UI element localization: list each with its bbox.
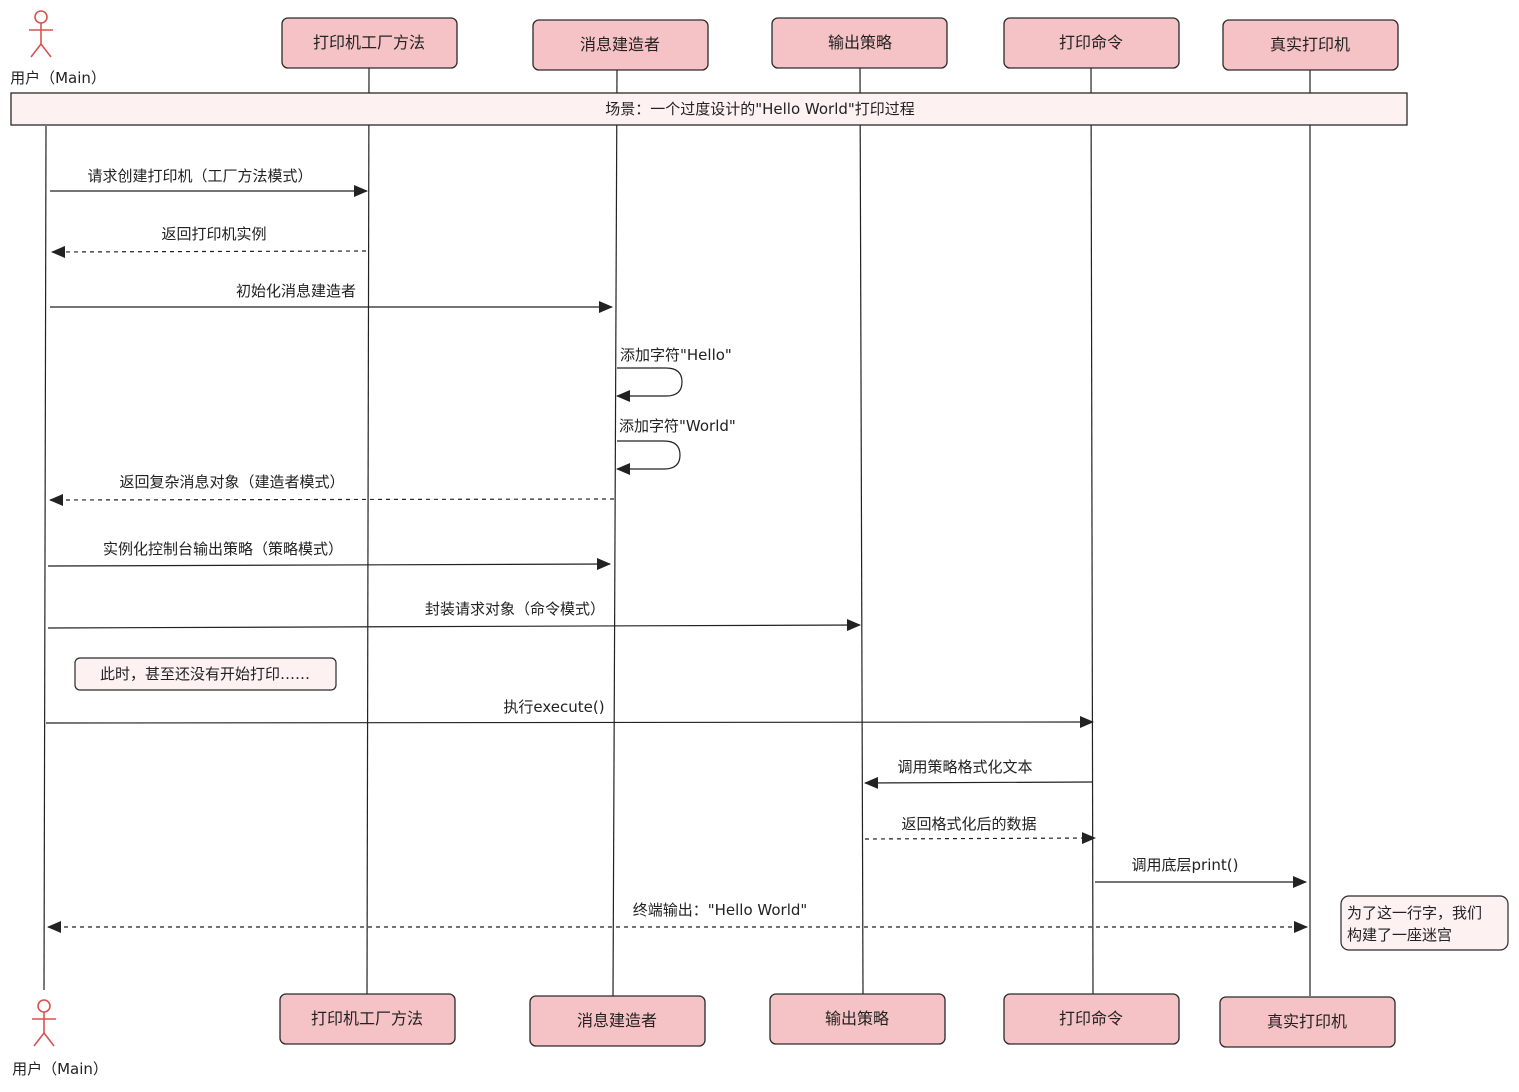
message-label: 终端输出："Hello World"	[633, 901, 808, 919]
participant-printer-bottom[interactable]: 真实打印机	[1219, 996, 1396, 1048]
participant-printer-top[interactable]: 真实打印机	[1222, 19, 1399, 71]
note-maze: 为了这一行字，我们 构建了一座迷宫	[1340, 895, 1509, 951]
message-label: 返回打印机实例	[161, 225, 266, 243]
lifeline-strategy	[859, 67, 864, 995]
lifeline-factory	[366, 67, 370, 995]
message-11[interactable]: 返回格式化后的数据	[864, 815, 1096, 845]
participant-label: 真实打印机	[1270, 35, 1350, 54]
participant-label: 真实打印机	[1267, 1012, 1347, 1031]
note-text: 此时，甚至还没有开始打印……	[100, 665, 310, 683]
message-label: 调用底层print()	[1132, 856, 1239, 874]
message-4-self[interactable]: 添加字符"Hello"	[616, 346, 732, 402]
participant-label: 输出策略	[825, 1009, 889, 1028]
message-label: 执行execute()	[503, 698, 604, 716]
actor-label: 用户（Main）	[10, 69, 106, 87]
participant-label: 输出策略	[828, 33, 892, 52]
message-1[interactable]: 请求创建打印机（工厂方法模式）	[50, 167, 368, 197]
message-7[interactable]: 实例化控制台输出策略（策略模式）	[47, 540, 611, 571]
message-label: 封装请求对象（命令模式）	[425, 600, 605, 618]
scenario-title: 场景：一个过度设计的"Hello World"打印过程	[605, 100, 915, 118]
participant-label: 消息建造者	[580, 35, 660, 54]
message-9[interactable]: 执行execute()	[45, 698, 1094, 729]
lifelines	[43, 67, 1311, 997]
participant-label: 打印命令	[1059, 33, 1123, 52]
message-label: 返回复杂消息对象（建造者模式）	[119, 473, 344, 491]
lifeline-command	[1090, 67, 1094, 995]
participant-factory-top[interactable]: 打印机工厂方法	[281, 17, 458, 69]
message-3[interactable]: 初始化消息建造者	[50, 282, 613, 313]
note-not-printing-yet: 此时，甚至还没有开始打印……	[74, 657, 337, 691]
lifeline-user	[43, 125, 47, 991]
message-2[interactable]: 返回打印机实例	[51, 225, 367, 258]
message-6[interactable]: 返回复杂消息对象（建造者模式）	[49, 473, 615, 506]
message-10[interactable]: 调用策略格式化文本	[864, 758, 1094, 789]
participant-builder-top[interactable]: 消息建造者	[532, 19, 709, 71]
message-5-self[interactable]: 添加字符"World"	[616, 417, 736, 475]
message-label: 返回格式化后的数据	[901, 815, 1036, 833]
message-label: 添加字符"Hello"	[620, 346, 732, 364]
note-line-2: 构建了一座迷宫	[1347, 926, 1452, 944]
stick-figure-icon	[29, 10, 53, 58]
message-label: 添加字符"World"	[619, 417, 736, 435]
actor-label: 用户（Main）	[12, 1060, 108, 1078]
participant-label: 打印命令	[1059, 1009, 1123, 1028]
participant-command-top[interactable]: 打印命令	[1003, 17, 1180, 69]
note-line-1: 为了这一行字，我们	[1347, 904, 1482, 922]
message-label: 请求创建打印机（工厂方法模式）	[87, 167, 312, 185]
participant-strategy-bottom[interactable]: 输出策略	[769, 993, 946, 1045]
actor-user-top[interactable]: 用户（Main）	[10, 10, 106, 87]
message-12[interactable]: 调用底层print()	[1095, 856, 1307, 888]
participant-factory-bottom[interactable]: 打印机工厂方法	[279, 993, 456, 1045]
scenario-banner: 场景：一个过度设计的"Hello World"打印过程	[10, 92, 1408, 126]
message-label: 初始化消息建造者	[236, 282, 356, 300]
participant-label: 打印机工厂方法	[313, 33, 425, 52]
participant-strategy-top[interactable]: 输出策略	[771, 17, 948, 69]
participant-command-bottom[interactable]: 打印命令	[1003, 993, 1180, 1045]
actor-user-bottom[interactable]: 用户（Main）	[12, 999, 108, 1078]
message-8[interactable]: 封装请求对象（命令模式）	[47, 600, 861, 632]
stick-figure-icon	[32, 999, 56, 1047]
message-label: 调用策略格式化文本	[897, 758, 1032, 776]
message-13[interactable]: 终端输出："Hello World"	[47, 901, 1308, 933]
participant-builder-bottom[interactable]: 消息建造者	[529, 995, 706, 1047]
message-label: 实例化控制台输出策略（策略模式）	[103, 540, 343, 558]
lifeline-builder	[612, 69, 618, 997]
participant-label: 打印机工厂方法	[311, 1009, 423, 1028]
participant-label: 消息建造者	[577, 1011, 657, 1030]
